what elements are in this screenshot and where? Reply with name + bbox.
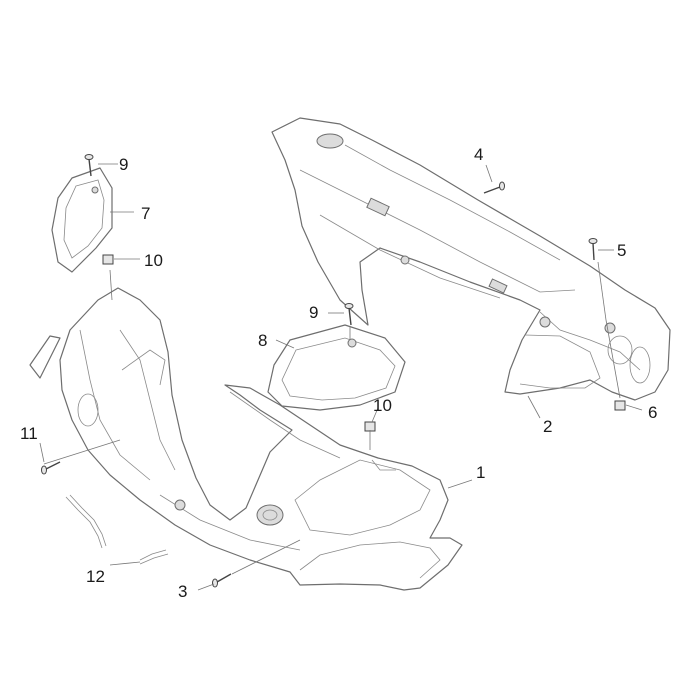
screw-icon [344, 303, 354, 326]
screw-icon [41, 461, 61, 475]
screw-icon [84, 154, 94, 177]
callout-4: 4 [474, 145, 483, 164]
rear-handlebar-cover [271, 117, 671, 401]
screw-icons [41, 154, 598, 588]
callout-11: 11 [20, 424, 38, 443]
callout-6: 6 [648, 403, 657, 422]
callout-12: 12 [86, 567, 105, 586]
front-handlebar-cover [29, 287, 463, 591]
clip-nut-icons [102, 254, 626, 432]
screw-icon [212, 573, 232, 588]
clip-nut-icon [364, 421, 376, 432]
callout-2: 2 [543, 417, 552, 436]
callout-7: 7 [141, 204, 150, 223]
callout-3: 3 [178, 582, 187, 601]
callout-5: 5 [617, 241, 626, 260]
part-12-strip [65, 494, 169, 565]
callout-10-center: 10 [373, 396, 392, 415]
clip-nut-icon [102, 254, 114, 265]
leader-lines [39, 163, 643, 591]
callout-labels: 1 2 3 4 5 6 7 8 9 9 10 10 11 12 [20, 145, 657, 601]
clip-nut-icon [614, 400, 626, 411]
callout-9-top: 9 [119, 155, 128, 174]
callout-9-center: 9 [309, 303, 318, 322]
callout-10-left: 10 [144, 251, 163, 270]
callout-8: 8 [258, 331, 267, 350]
part-8-cover [267, 324, 406, 411]
screw-icon [588, 238, 598, 261]
part-7-cover [51, 167, 113, 273]
screw-icon [483, 181, 505, 194]
callout-1: 1 [476, 463, 485, 482]
